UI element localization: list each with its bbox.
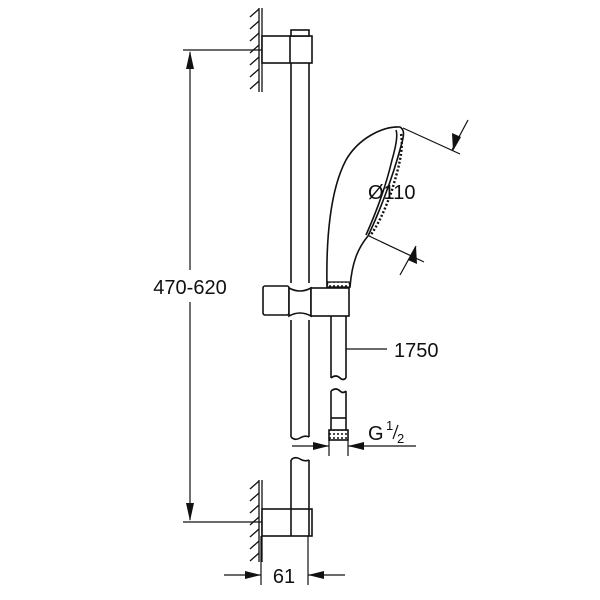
thread-label-g: G xyxy=(368,423,384,445)
wall-bracket-top xyxy=(261,29,313,64)
head-diameter-label: Ø110 xyxy=(368,182,415,204)
wall-hatch-bottom xyxy=(249,480,263,562)
shower-hose xyxy=(330,316,347,430)
hand-shower-head xyxy=(326,126,405,288)
dimension-rail-height xyxy=(183,49,262,523)
slide-rail xyxy=(290,63,310,509)
hand-shower-holder xyxy=(262,285,350,318)
wall-offset-label: 61 xyxy=(273,566,295,588)
hose-nut xyxy=(328,429,349,441)
dimension-head-diameter xyxy=(368,119,469,276)
thread-label-num: 1 xyxy=(386,418,393,433)
thread-fraction-slash xyxy=(392,424,399,440)
dimension-wall-offset xyxy=(224,536,345,585)
wall-bracket-bottom xyxy=(261,508,313,537)
rail-height-label: 470-620 xyxy=(153,277,226,299)
thread-label-den: 2 xyxy=(397,431,404,446)
dimension-thread xyxy=(292,440,416,456)
hose-length-label: 1750 xyxy=(394,340,439,362)
